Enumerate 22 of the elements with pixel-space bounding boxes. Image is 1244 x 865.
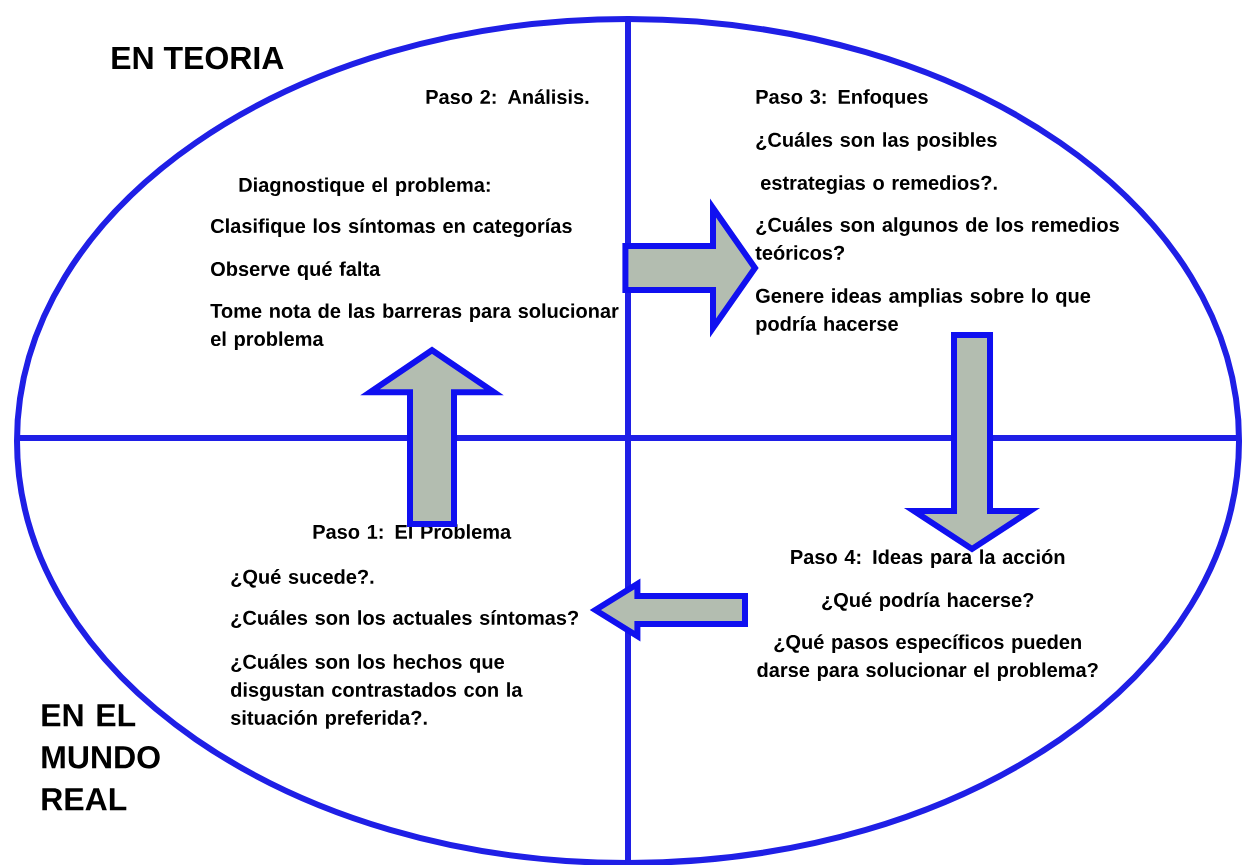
instruction-text: Observe qué falta <box>211 261 381 281</box>
instruction-text: Tome nota de las barreras para solucionar el problema <box>210 303 619 351</box>
question-text: ¿Qué pasos específicos pueden darse para solucionar el problema? <box>757 634 1098 682</box>
question-text: ¿Qué sucede?. <box>231 569 374 588</box>
question-text: ¿Cuáles son algunos de los remedios teóricos? <box>755 217 1119 260</box>
block-arrow <box>360 346 504 527</box>
question-text: ¿Cuáles son las posibles <box>756 132 997 151</box>
question-text: ¿Qué podría hacerse? <box>822 592 1034 612</box>
quadrant-title: EN EL MUNDO REAL <box>42 704 160 811</box>
question-text: ¿Cuáles son los hechos que disgustan contrastados con la situación preferida?. <box>230 654 523 729</box>
question-text: ¿Cuáles son los actuales síntomas? <box>231 610 578 629</box>
instruction-text: Clasifique los síntomas en categorías <box>211 218 572 238</box>
block-arrow <box>589 578 748 642</box>
instruction-text: Genere ideas amplias sobre lo que podría hacerse <box>756 288 1091 335</box>
step-heading: Paso 3: Enfoques <box>756 89 928 108</box>
step-heading: Paso 2: Análisis. <box>426 89 589 105</box>
block-arrow <box>622 198 759 338</box>
quadrant-title: EN TEORIA <box>112 46 284 70</box>
instruction-text: Diagnostique el problema: <box>239 177 490 197</box>
block-arrow <box>903 332 1041 553</box>
question-text: estrategias o remedios?. <box>761 175 997 194</box>
step-heading: Paso 4: Ideas para la acción <box>791 549 1065 569</box>
